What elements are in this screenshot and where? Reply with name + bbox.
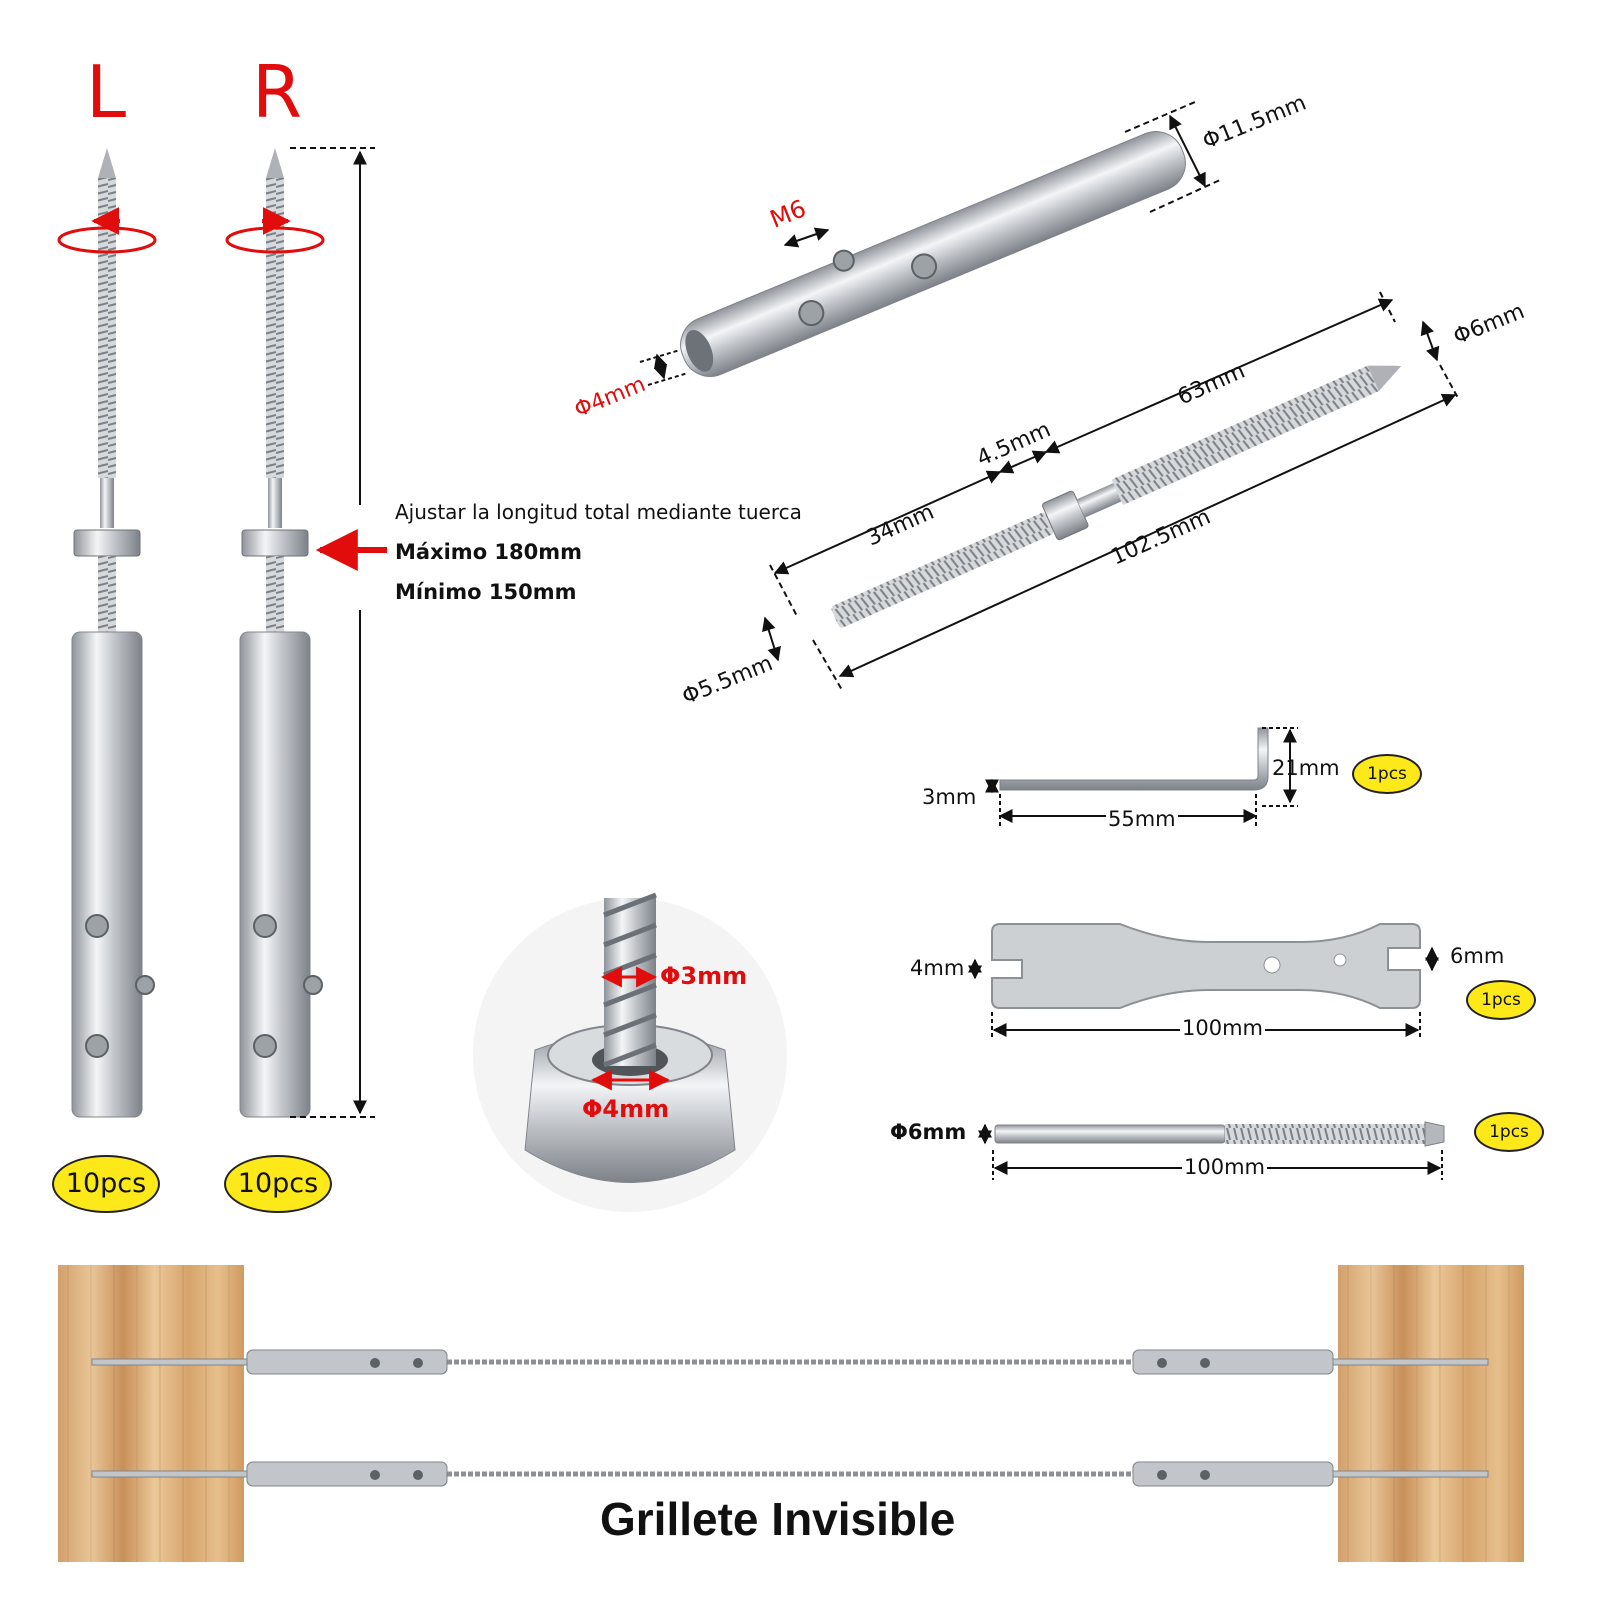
hex-key-quantity-badge: 1pcs bbox=[1352, 754, 1422, 794]
hole-diameter-label: Φ4mm bbox=[582, 1095, 670, 1123]
min-length: Mínimo 150mm bbox=[395, 580, 577, 604]
flat-spanner bbox=[991, 923, 1421, 1009]
drill-length-label: 100mm bbox=[1182, 1155, 1267, 1179]
hex-key-thickness-label: 3mm bbox=[922, 785, 977, 809]
spanner-slot-right-label: 6mm bbox=[1450, 944, 1505, 968]
cable-diameter-label: Φ3mm bbox=[660, 962, 748, 990]
drill-bit bbox=[994, 1121, 1445, 1147]
cable-closeup bbox=[473, 892, 787, 1212]
tensioner-body bbox=[680, 131, 1186, 377]
hex-key-height-label: 21mm bbox=[1272, 756, 1340, 780]
hanger-bolt-dimensions bbox=[762, 291, 1459, 691]
hex-key-length-label: 55mm bbox=[1106, 807, 1178, 831]
total-length-dimension bbox=[290, 147, 375, 1118]
drill-quantity-badge: 1pcs bbox=[1474, 1112, 1544, 1152]
adjust-length-note: Ajustar la longitud total mediante tuerc… bbox=[395, 500, 802, 524]
drill-diameter-label: Φ6mm bbox=[890, 1120, 967, 1144]
banner-title: Grillete Invisible bbox=[600, 1493, 956, 1545]
left-wood-post bbox=[58, 1265, 244, 1562]
hex-key bbox=[999, 727, 1269, 791]
tensioner-dimensions bbox=[639, 101, 1221, 386]
right-wood-post bbox=[1338, 1265, 1524, 1562]
left-screw-quantity-badge: 10pcs bbox=[52, 1155, 160, 1213]
rotation-arrow-right-icon bbox=[225, 207, 325, 254]
spanner-length-label: 100mm bbox=[1180, 1016, 1265, 1040]
left-screw-tensioner bbox=[71, 148, 155, 1118]
spanner-quantity-badge: 1pcs bbox=[1466, 980, 1536, 1020]
spanner-slot-left-label: 4mm bbox=[910, 956, 965, 980]
right-screw-quantity-badge: 10pcs bbox=[224, 1155, 332, 1213]
right-side-label: R bbox=[252, 50, 303, 134]
left-side-label: L bbox=[86, 50, 127, 134]
rotation-arrow-left-icon bbox=[57, 207, 157, 254]
max-length: Máximo 180mm bbox=[395, 540, 583, 564]
